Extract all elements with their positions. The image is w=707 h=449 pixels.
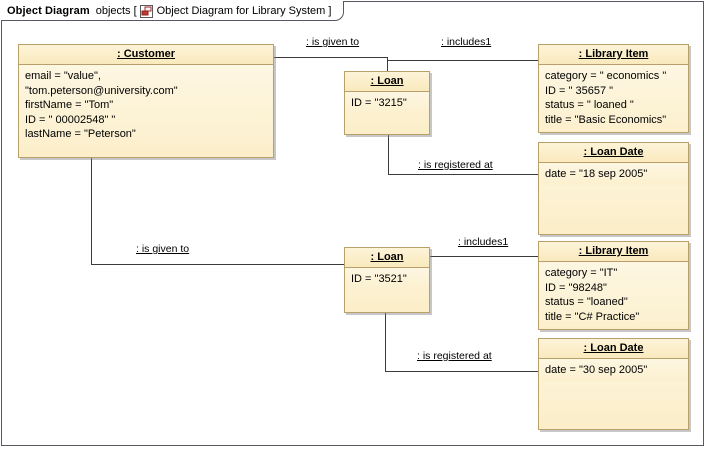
library-item-98248-slot-status: status = "loaned" <box>545 296 628 308</box>
loan-date-18sep2005-header: : Loan Date <box>539 143 688 163</box>
loan-3521-header: : Loan <box>345 248 429 268</box>
loan-3521-body: ID = "3521" <box>345 268 429 290</box>
library-item-object-35657[interactable]: : Library Item category = " economics " … <box>538 44 689 133</box>
library-item-35657-body: category = " economics " ID = " 35657 " … <box>539 65 688 130</box>
library-item-35657-slot-category: category = " economics " <box>545 70 667 82</box>
library-item-35657-slot-id: ID = " 35657 " <box>545 84 614 97</box>
library-item-35657-slot-title: title = "Basic Economics" <box>545 113 667 126</box>
loan-date-30sep2005-body: date = "30 sep 2005" <box>539 359 688 381</box>
frame-kind-label: Object Diagram <box>7 4 90 17</box>
loan-date-30sep2005-title: : Loan Date <box>583 342 644 354</box>
frame-bracket-open: [ <box>133 4 137 17</box>
connector-loan1-date1-horizontal <box>388 174 538 175</box>
connector-loan1-item1-vertical <box>387 57 388 73</box>
loan-3215-body: ID = "3215" <box>345 92 429 114</box>
library-item-98248-slot-id: ID = "98248" <box>545 281 607 294</box>
loan-object-3521[interactable]: : Loan ID = "3521" <box>344 247 430 313</box>
library-item-98248-slot-category: category = "IT" <box>545 267 618 279</box>
loan-date-18sep2005-body: date = "18 sep 2005" <box>539 163 688 185</box>
loan-date-object-18sep2005[interactable]: : Loan Date date = "18 sep 2005" <box>538 142 689 235</box>
loan-date-18sep2005-title: : Loan Date <box>583 146 644 158</box>
object-diagram-icon <box>139 5 153 18</box>
frame-diagram-label: Object Diagram for Library System <box>156 4 326 17</box>
library-item-35657-slot-status: status = " loaned " <box>545 99 634 111</box>
loan-date-30sep2005-slot-date: date = "30 sep 2005" <box>545 364 648 376</box>
library-item-98248-title: : Library Item <box>578 245 649 257</box>
library-item-98248-body: category = "IT" ID = "98248" status = "l… <box>539 262 688 327</box>
loan-3215-title: : Loan <box>370 75 404 87</box>
link-label-is-registered-at-1: : is registered at <box>417 159 494 171</box>
loan-date-30sep2005-header: : Loan Date <box>539 339 688 359</box>
connector-loan1-item1-horizontal <box>387 60 538 61</box>
loan-3521-title: : Loan <box>370 251 404 263</box>
connector-customer-loan2-vertical <box>91 158 92 264</box>
library-item-35657-title: : Library Item <box>578 48 649 60</box>
customer-object[interactable]: : Customer email = "value", "tom.peterso… <box>18 44 274 158</box>
connector-loan2-date2-horizontal <box>385 371 538 372</box>
connector-loan2-item2-horizontal <box>430 256 538 257</box>
customer-object-body: email = "value", "tom.peterson@universit… <box>19 65 273 145</box>
link-label-includes1-bottom: : includes1 <box>457 236 510 248</box>
library-item-object-98248[interactable]: : Library Item category = "IT" ID = "982… <box>538 241 689 330</box>
connector-loan2-date2-vertical <box>385 313 386 371</box>
loan-3215-header: : Loan <box>345 72 429 92</box>
connector-loan1-date1-vertical <box>388 135 389 174</box>
customer-slot-firstname: firstName = "Tom" <box>25 99 114 111</box>
customer-slot-id: ID = " 00002548" " <box>25 113 116 126</box>
library-item-98248-header: : Library Item <box>539 242 688 262</box>
library-item-98248-slot-title: title = "C# Practice" <box>545 310 640 323</box>
connector-customer-loan2-horizontal <box>91 264 344 265</box>
customer-slot-email: email = "value", <box>25 70 101 82</box>
loan-3521-slot-id: ID = "3521" <box>351 273 407 285</box>
customer-slot-lastname: lastName = "Peterson" <box>25 128 136 140</box>
connector-customer-loan1-horizontal <box>274 57 387 58</box>
link-label-is-registered-at-2: : is registered at <box>416 350 493 362</box>
customer-slot-email-value: "tom.peterson@university.com" <box>25 84 178 97</box>
link-label-is-given-to-1: : is given to <box>305 36 361 48</box>
loan-date-object-30sep2005[interactable]: : Loan Date date = "30 sep 2005" <box>538 338 689 430</box>
diagram-frame-tab[interactable]: Object Diagram objects [ Object Diagram … <box>1 1 345 21</box>
customer-object-title: : Customer <box>116 48 176 60</box>
frame-name-label: objects <box>95 4 131 17</box>
customer-object-header: : Customer <box>19 45 273 65</box>
link-label-is-given-to-2: : is given to <box>135 243 191 255</box>
library-item-35657-header: : Library Item <box>539 45 688 65</box>
loan-3215-slot-id: ID = "3215" <box>351 97 407 109</box>
loan-object-3215[interactable]: : Loan ID = "3215" <box>344 71 430 135</box>
frame-bracket-close: ] <box>328 4 332 17</box>
link-label-includes1-top: : includes1 <box>440 36 493 48</box>
loan-date-18sep2005-slot-date: date = "18 sep 2005" <box>545 168 648 180</box>
